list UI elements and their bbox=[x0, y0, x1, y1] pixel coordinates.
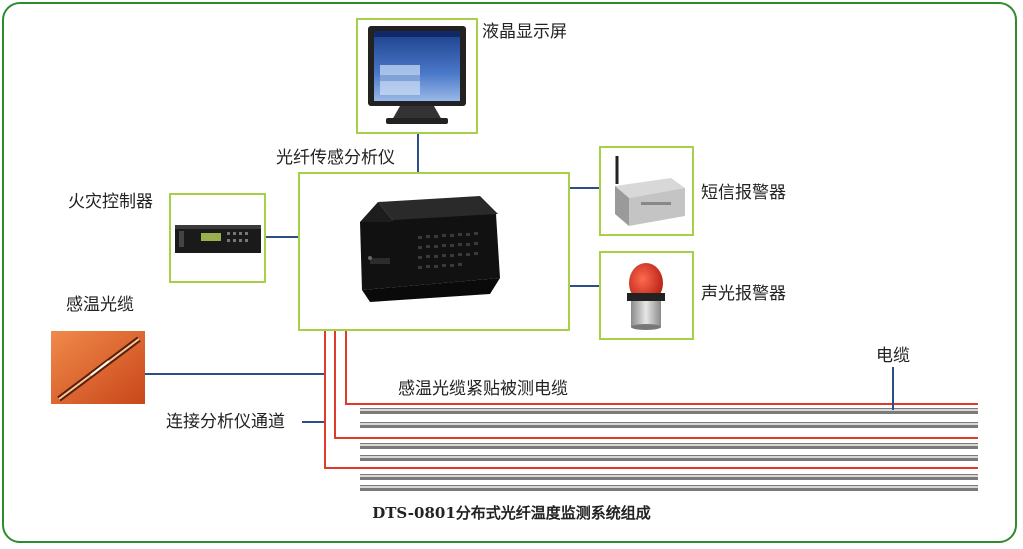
analyzer-box bbox=[298, 172, 570, 331]
sound-light-alarm-label: 声光报警器 bbox=[701, 284, 786, 304]
attach-note-label: 感温光缆紧贴被测电缆 bbox=[398, 379, 568, 399]
monitor-label: 液晶显示屏 bbox=[482, 22, 567, 42]
power-cable-pipes bbox=[360, 408, 978, 491]
sms-alarm-icon bbox=[615, 156, 685, 226]
outer-frame bbox=[2, 2, 1017, 543]
diagram-caption: DTS-0801分布式光纤温度监测系统组成 bbox=[372, 504, 651, 522]
channel-label: 连接分析仪通道 bbox=[166, 412, 285, 432]
fire-controller-label: 火灾控制器 bbox=[68, 192, 153, 212]
analyzer-label: 光纤传感分析仪 bbox=[276, 148, 395, 168]
analyzer-device-icon bbox=[360, 196, 500, 302]
temp-cable-photo bbox=[51, 331, 145, 404]
sound-light-alarm-box bbox=[599, 251, 694, 340]
fiber-line-3 bbox=[324, 331, 978, 469]
temp-cable-icon bbox=[51, 331, 145, 404]
power-cable-label: 电缆 bbox=[876, 346, 910, 366]
monitor-icon bbox=[368, 26, 466, 124]
sms-alarm-box bbox=[599, 146, 694, 236]
fire-controller-icon bbox=[175, 225, 261, 253]
fiber-line-2 bbox=[334, 331, 978, 439]
temp-cable-label: 感温光缆 bbox=[66, 295, 134, 315]
monitor-box bbox=[356, 18, 478, 134]
fiber-line-1 bbox=[345, 331, 978, 405]
sound-light-alarm-icon bbox=[627, 263, 665, 330]
fire-controller-box bbox=[169, 193, 266, 283]
fiber-lines bbox=[324, 331, 978, 469]
sms-alarm-label: 短信报警器 bbox=[701, 183, 786, 203]
